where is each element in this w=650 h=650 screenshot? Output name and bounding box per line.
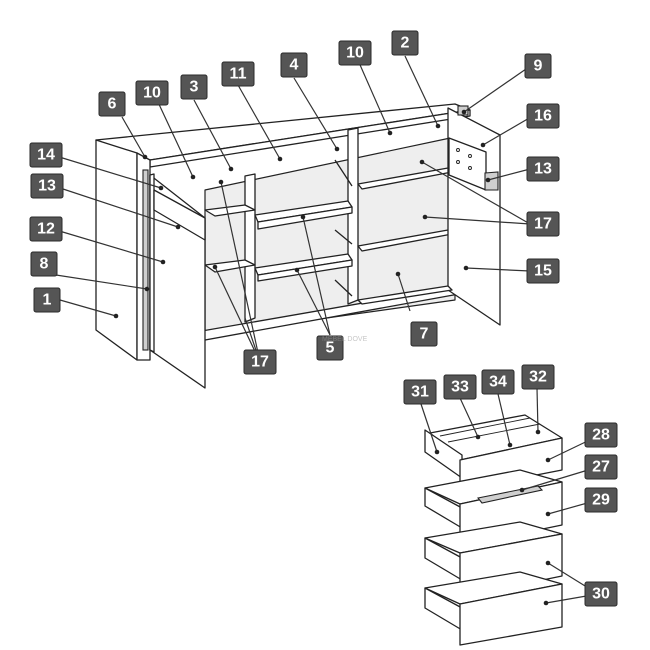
callout-31-text: 31 <box>411 384 429 401</box>
callout-16: 16 <box>526 103 560 129</box>
callout-31: 31 <box>403 379 437 405</box>
callout-29-text: 29 <box>592 492 610 509</box>
divider-4 <box>347 127 359 305</box>
callout-32: 32 <box>521 364 555 390</box>
callout-8-text: 8 <box>40 256 49 273</box>
callout-7-text: 7 <box>420 326 429 343</box>
callout-2-text: 2 <box>401 35 410 52</box>
callout-13-right: 13 <box>526 156 560 182</box>
callout-labels: 1 2 3 4 5 6 7 8 9 10 10 11 12 13 13 <box>29 30 618 607</box>
callout-15: 15 <box>526 258 560 284</box>
callout-4-text: 4 <box>290 57 299 74</box>
callout-27: 27 <box>584 454 618 480</box>
left-side-panel <box>95 139 138 361</box>
drawer-handle <box>477 485 544 504</box>
callout-32-text: 32 <box>529 369 547 386</box>
callout-11: 11 <box>221 61 255 87</box>
callout-2: 2 <box>391 30 419 56</box>
callout-3-text: 3 <box>190 79 199 96</box>
sideboard-cabinet <box>95 103 501 389</box>
callout-30: 30 <box>584 581 618 607</box>
callout-13-left-text: 13 <box>38 178 56 195</box>
drawer-set <box>424 414 563 646</box>
callout-28-text: 28 <box>592 427 610 444</box>
callout-14-text: 14 <box>37 147 55 164</box>
callout-17-right: 17 <box>526 211 560 237</box>
callout-4: 4 <box>280 52 308 78</box>
callout-17-right-text: 17 <box>534 216 552 233</box>
callout-10-right-text: 10 <box>346 45 364 62</box>
callout-27-text: 27 <box>592 459 610 476</box>
callout-7: 7 <box>410 321 438 347</box>
callout-10-right: 10 <box>338 40 372 66</box>
callout-16-text: 16 <box>534 108 552 125</box>
shelf-left-lower <box>204 259 256 273</box>
callout-17-left: 17 <box>243 349 277 375</box>
callout-5: 5 <box>316 335 344 361</box>
callout-9-text: 9 <box>534 58 543 75</box>
callout-13-right-text: 13 <box>534 161 552 178</box>
top-flap <box>153 189 206 241</box>
callout-1-text: 1 <box>43 292 52 309</box>
callout-29: 29 <box>584 487 618 513</box>
shelf-left-upper <box>204 204 256 217</box>
callout-10-left: 10 <box>135 80 169 106</box>
callout-10-left-text: 10 <box>143 85 161 102</box>
callout-17-left-text: 17 <box>251 354 269 371</box>
callout-33: 33 <box>443 374 477 400</box>
drawer-4 <box>424 571 563 646</box>
callout-30-text: 30 <box>592 586 610 603</box>
callout-33-text: 33 <box>451 379 469 396</box>
callout-11-text: 11 <box>230 66 247 83</box>
watermark: MEBEL DOVE <box>322 336 368 343</box>
callout-14: 14 <box>29 142 63 168</box>
callout-5-text: 5 <box>326 340 335 357</box>
handle-profile <box>142 169 149 351</box>
callout-9: 9 <box>524 53 552 79</box>
callout-28: 28 <box>584 422 618 448</box>
callout-15-text: 15 <box>534 263 552 280</box>
callout-1: 1 <box>33 287 61 313</box>
callout-13-left: 13 <box>30 173 64 199</box>
callout-6-text: 6 <box>108 96 117 113</box>
callout-34: 34 <box>481 369 515 395</box>
callout-3: 3 <box>180 74 208 100</box>
callout-6: 6 <box>98 91 126 117</box>
callout-12-text: 12 <box>37 221 55 238</box>
callout-12: 12 <box>29 216 63 242</box>
callout-8: 8 <box>30 251 58 277</box>
callout-34-text: 34 <box>489 374 507 391</box>
